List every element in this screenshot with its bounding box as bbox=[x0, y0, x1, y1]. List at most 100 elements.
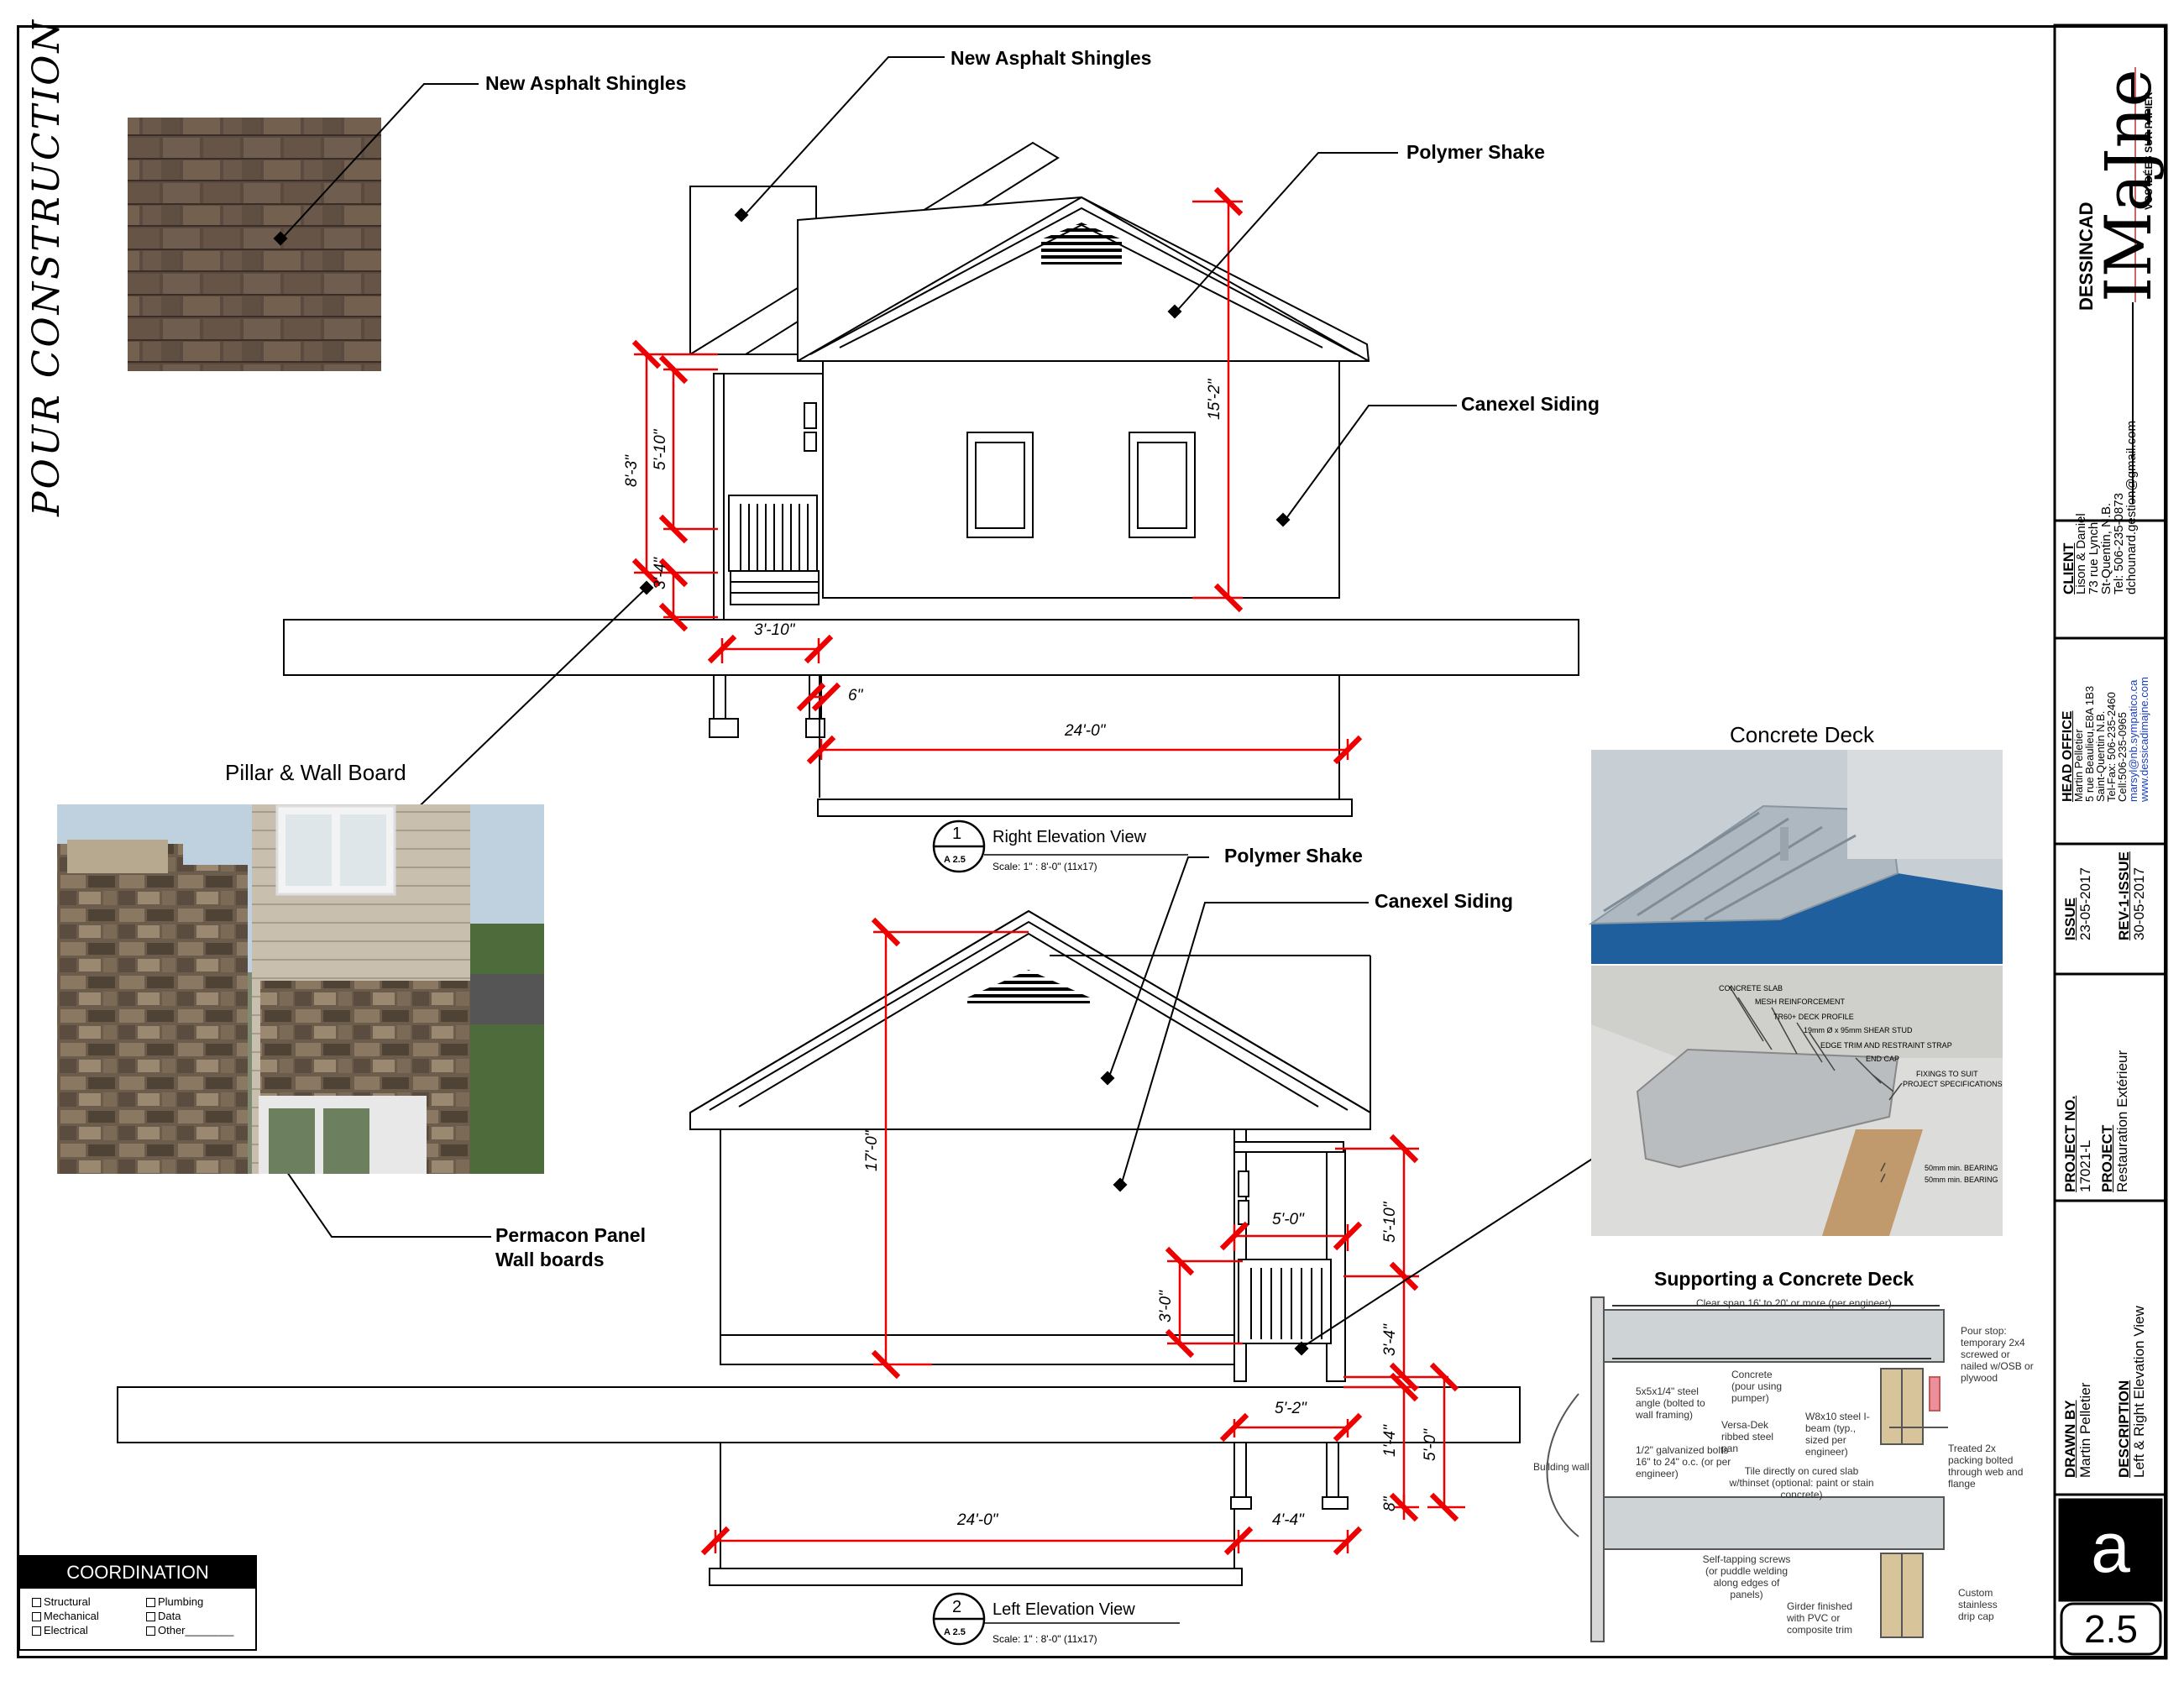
view-title-left: Left Elevation View bbox=[992, 1600, 1135, 1619]
deck-label-stud: 19mm Ø x 95mm SHEAR STUD bbox=[1804, 1026, 1913, 1034]
support-label-galv: 1/2" galvanized bolts 16" to 24" o.c. (o… bbox=[1636, 1444, 1731, 1479]
dim-left-1-4: 1'-4" bbox=[1381, 1425, 1399, 1457]
dim-right-3-4: 3'-4" bbox=[652, 558, 669, 589]
deck-label-profile: TR60+ DECK PROFILE bbox=[1773, 1013, 1854, 1021]
description: Left & Right Elevation View bbox=[2131, 1306, 2147, 1478]
sheet-letter: a bbox=[2091, 1508, 2130, 1587]
dim-right-6in: 6" bbox=[848, 687, 863, 704]
dim-left-3-4: 3'-4" bbox=[1381, 1324, 1399, 1356]
project-name: Restauration Extérieur bbox=[2114, 1050, 2130, 1192]
concrete-deck-photo bbox=[1588, 750, 2003, 964]
deck-section-detail bbox=[1591, 966, 2003, 1236]
dim-left-17-0: 17'-0" bbox=[863, 1130, 881, 1171]
support-deck-detail bbox=[1546, 1296, 1948, 1642]
coord-data[interactable]: Data bbox=[146, 1610, 181, 1622]
dim-left-5-10: 5'-10" bbox=[1381, 1202, 1399, 1243]
support-label-ibeam: W8x10 steel I-beam (typ., sized per engi… bbox=[1805, 1411, 1870, 1458]
view-scale-left: Scale: 1" : 8'-0" (11x17) bbox=[992, 1633, 1097, 1645]
view-sheet-right: A 2.5 bbox=[944, 855, 966, 865]
client-line-5: dchounard.gestion@gmail.com bbox=[2124, 420, 2139, 594]
right-elevation bbox=[283, 141, 1579, 817]
support-label-tile: Tile directly on cured slab w/thinset (o… bbox=[1729, 1465, 1874, 1500]
coord-structural[interactable]: Structural bbox=[32, 1595, 91, 1608]
deck-label-slab: CONCRETE SLAB bbox=[1719, 984, 1783, 992]
callout-permacon-line2: Wall boards bbox=[495, 1249, 605, 1270]
support-label-girder: Girder finished with PVC or composite tr… bbox=[1787, 1600, 1853, 1636]
support-label-concrete: Concrete (pour using pumper) bbox=[1731, 1369, 1783, 1404]
checkbox-icon bbox=[32, 1598, 41, 1608]
callout-permacon-line1: Permacon Panel bbox=[495, 1224, 646, 1246]
checkbox-icon bbox=[32, 1612, 41, 1622]
description-heading: DESCRIPTION bbox=[2116, 1380, 2132, 1478]
checkbox-icon bbox=[146, 1626, 155, 1636]
callout-concrete-deck: Concrete Deck bbox=[1730, 722, 1874, 747]
dim-right-24-0: 24'-0" bbox=[1065, 722, 1106, 740]
project-heading: PROJECT bbox=[2099, 1124, 2115, 1192]
dim-left-5-0-b: 5'-0" bbox=[1422, 1429, 1439, 1461]
dim-right-15-2: 15'-2" bbox=[1206, 379, 1223, 420]
support-label-span: Clear span 16' to 20' or more (per engin… bbox=[1696, 1297, 1892, 1309]
left-elevation bbox=[117, 909, 1521, 1586]
dim-left-5-2: 5'-2" bbox=[1275, 1400, 1307, 1417]
coord-plumbing[interactable]: Plumbing bbox=[146, 1595, 203, 1608]
deck-label-bearing2: 50mm min. BEARING bbox=[1925, 1176, 1998, 1184]
deck-label-bearing1: 50mm min. BEARING bbox=[1925, 1164, 1998, 1172]
support-label-treated: Treated 2x packing bolted through web an… bbox=[1948, 1443, 2024, 1490]
deck-label-endcap: END CAP bbox=[1866, 1055, 1900, 1063]
callout-shingles-sample: New Asphalt Shingles bbox=[485, 72, 687, 94]
callout-supporting-deck: Supporting a Concrete Deck bbox=[1654, 1268, 1914, 1290]
dim-left-5-0: 5'-0" bbox=[1272, 1211, 1304, 1228]
callout-polymer-shake-right: Polymer Shake bbox=[1406, 141, 1545, 163]
dim-right-8-3: 8'-3" bbox=[623, 455, 641, 487]
coordination-title: COORDINATION bbox=[20, 1557, 255, 1589]
support-label-pour-stop: Pour stop: temporary 2x4 screwed or nail… bbox=[1961, 1325, 2034, 1384]
dim-left-8in: 8" bbox=[1381, 1496, 1399, 1511]
drawn-by-heading: DRAWN BY bbox=[2062, 1400, 2078, 1478]
support-label-angle: 5x5x1/4" steel angle (bolted to wall fra… bbox=[1636, 1385, 1705, 1421]
rev-date: 30-05-2017 bbox=[2131, 867, 2147, 940]
dim-left-24-0: 24'-0" bbox=[957, 1511, 998, 1529]
callout-shingles-right: New Asphalt Shingles bbox=[951, 47, 1152, 69]
deck-label-trim: EDGE TRIM AND RESTRAINT STRAP bbox=[1820, 1041, 1952, 1050]
vertical-title: POUR CONSTRUCTION bbox=[25, 18, 68, 516]
coord-electrical[interactable]: Electrical bbox=[32, 1624, 88, 1636]
dim-left-3-0: 3'-0" bbox=[1157, 1291, 1175, 1322]
checkbox-icon bbox=[146, 1612, 155, 1622]
deck-label-fixings1: FIXINGS TO SUIT bbox=[1916, 1070, 1978, 1078]
deck-label-fixings2: PROJECT SPECIFICATIONS bbox=[1903, 1080, 2003, 1088]
coord-mechanical[interactable]: Mechanical bbox=[32, 1610, 99, 1622]
view-scale-right: Scale: 1" : 8'-0" (11x17) bbox=[992, 861, 1097, 872]
shingles-photo bbox=[128, 118, 381, 371]
deck-label-mesh: MESH REINFORCEMENT bbox=[1755, 998, 1846, 1006]
coord-other[interactable]: Other________ bbox=[146, 1624, 233, 1636]
checkbox-icon bbox=[146, 1598, 155, 1608]
view-sheet-left: A 2.5 bbox=[944, 1627, 966, 1637]
rev-heading: REV-1-ISSUE bbox=[2116, 851, 2132, 940]
callout-canexel-right: Canexel Siding bbox=[1461, 393, 1600, 415]
view-number-right: 1 bbox=[952, 825, 962, 843]
issue-date: 23-05-2017 bbox=[2077, 867, 2093, 940]
project-no: 17021-L bbox=[2077, 1139, 2093, 1192]
view-title-right: Right Elevation View bbox=[992, 828, 1147, 846]
callout-polymer-shake-left: Polymer Shake bbox=[1224, 845, 1363, 867]
coordination-box: COORDINATION Structural Mechanical Elect… bbox=[18, 1555, 257, 1651]
support-label-versadek: Versa-Dek ribbed steel pan bbox=[1721, 1419, 1774, 1454]
callout-pillar-wall-board: Pillar & Wall Board bbox=[225, 760, 406, 785]
dim-left-4-4: 4'-4" bbox=[1272, 1511, 1304, 1529]
support-label-custom: Custom stainless drip cap bbox=[1958, 1587, 1998, 1622]
dim-right-3-10: 3'-10" bbox=[754, 621, 795, 639]
dimension-lines bbox=[631, 186, 1465, 1556]
drawn-by: Martin Pelletier bbox=[2077, 1382, 2093, 1478]
brand-tagline: VOS IDÉES SUR PAPIER bbox=[2143, 92, 2155, 210]
title-block-frame bbox=[2053, 24, 2168, 1660]
callout-canexel-left: Canexel Siding bbox=[1375, 890, 1513, 912]
support-label-screws: Self-tapping screws (or puddle welding a… bbox=[1702, 1553, 1791, 1600]
view-title-symbols bbox=[932, 820, 1188, 1646]
office-website-link[interactable]: www.dessicadimajne.com bbox=[2138, 677, 2150, 802]
checkbox-icon bbox=[32, 1626, 41, 1636]
sheet-number: 2.5 bbox=[2084, 1607, 2138, 1651]
dim-right-5-10: 5'-10" bbox=[652, 429, 669, 470]
issue-heading: ISSUE bbox=[2062, 897, 2078, 940]
view-number-left: 2 bbox=[952, 1598, 962, 1616]
